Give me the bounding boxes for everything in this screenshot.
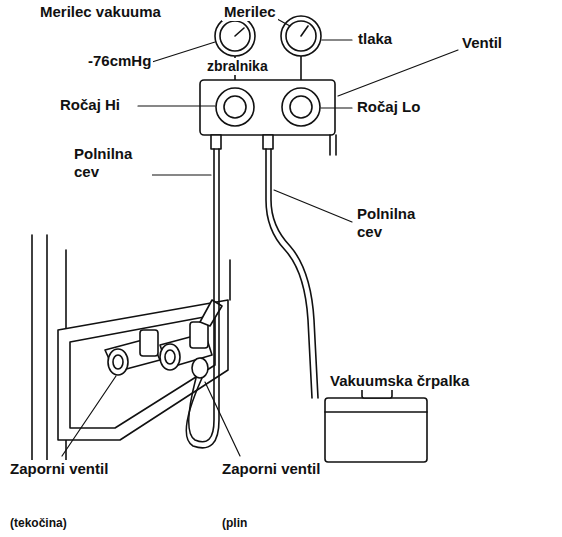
part-label: tlaka — [356, 30, 394, 48]
part-label: Polnilna cev — [72, 145, 152, 181]
part-label: (plin — [220, 516, 249, 530]
part-label: Zaporni ventil — [220, 460, 322, 478]
part-label: Polnilna cev — [355, 205, 435, 241]
part-label: Ventil — [460, 34, 504, 52]
part-label: Merilec vakuuma — [38, 3, 163, 21]
part-label: -76cmHg — [86, 52, 153, 70]
part-label: Merilec — [222, 3, 278, 21]
part-label: zbralnika — [205, 58, 270, 75]
shutoff-valves — [105, 300, 222, 378]
part-label: Zaporni ventil — [8, 460, 110, 478]
wall — [32, 235, 230, 470]
manifold-valve — [200, 80, 336, 155]
part-label: Ročaj Lo — [355, 98, 422, 116]
vacuum-pump — [325, 388, 427, 462]
part-label: Vakuumska črpalka — [328, 372, 471, 390]
charging-hoses — [186, 149, 318, 448]
part-label: Ročaj Hi — [58, 96, 122, 114]
part-label: (tekočina) — [8, 516, 69, 530]
